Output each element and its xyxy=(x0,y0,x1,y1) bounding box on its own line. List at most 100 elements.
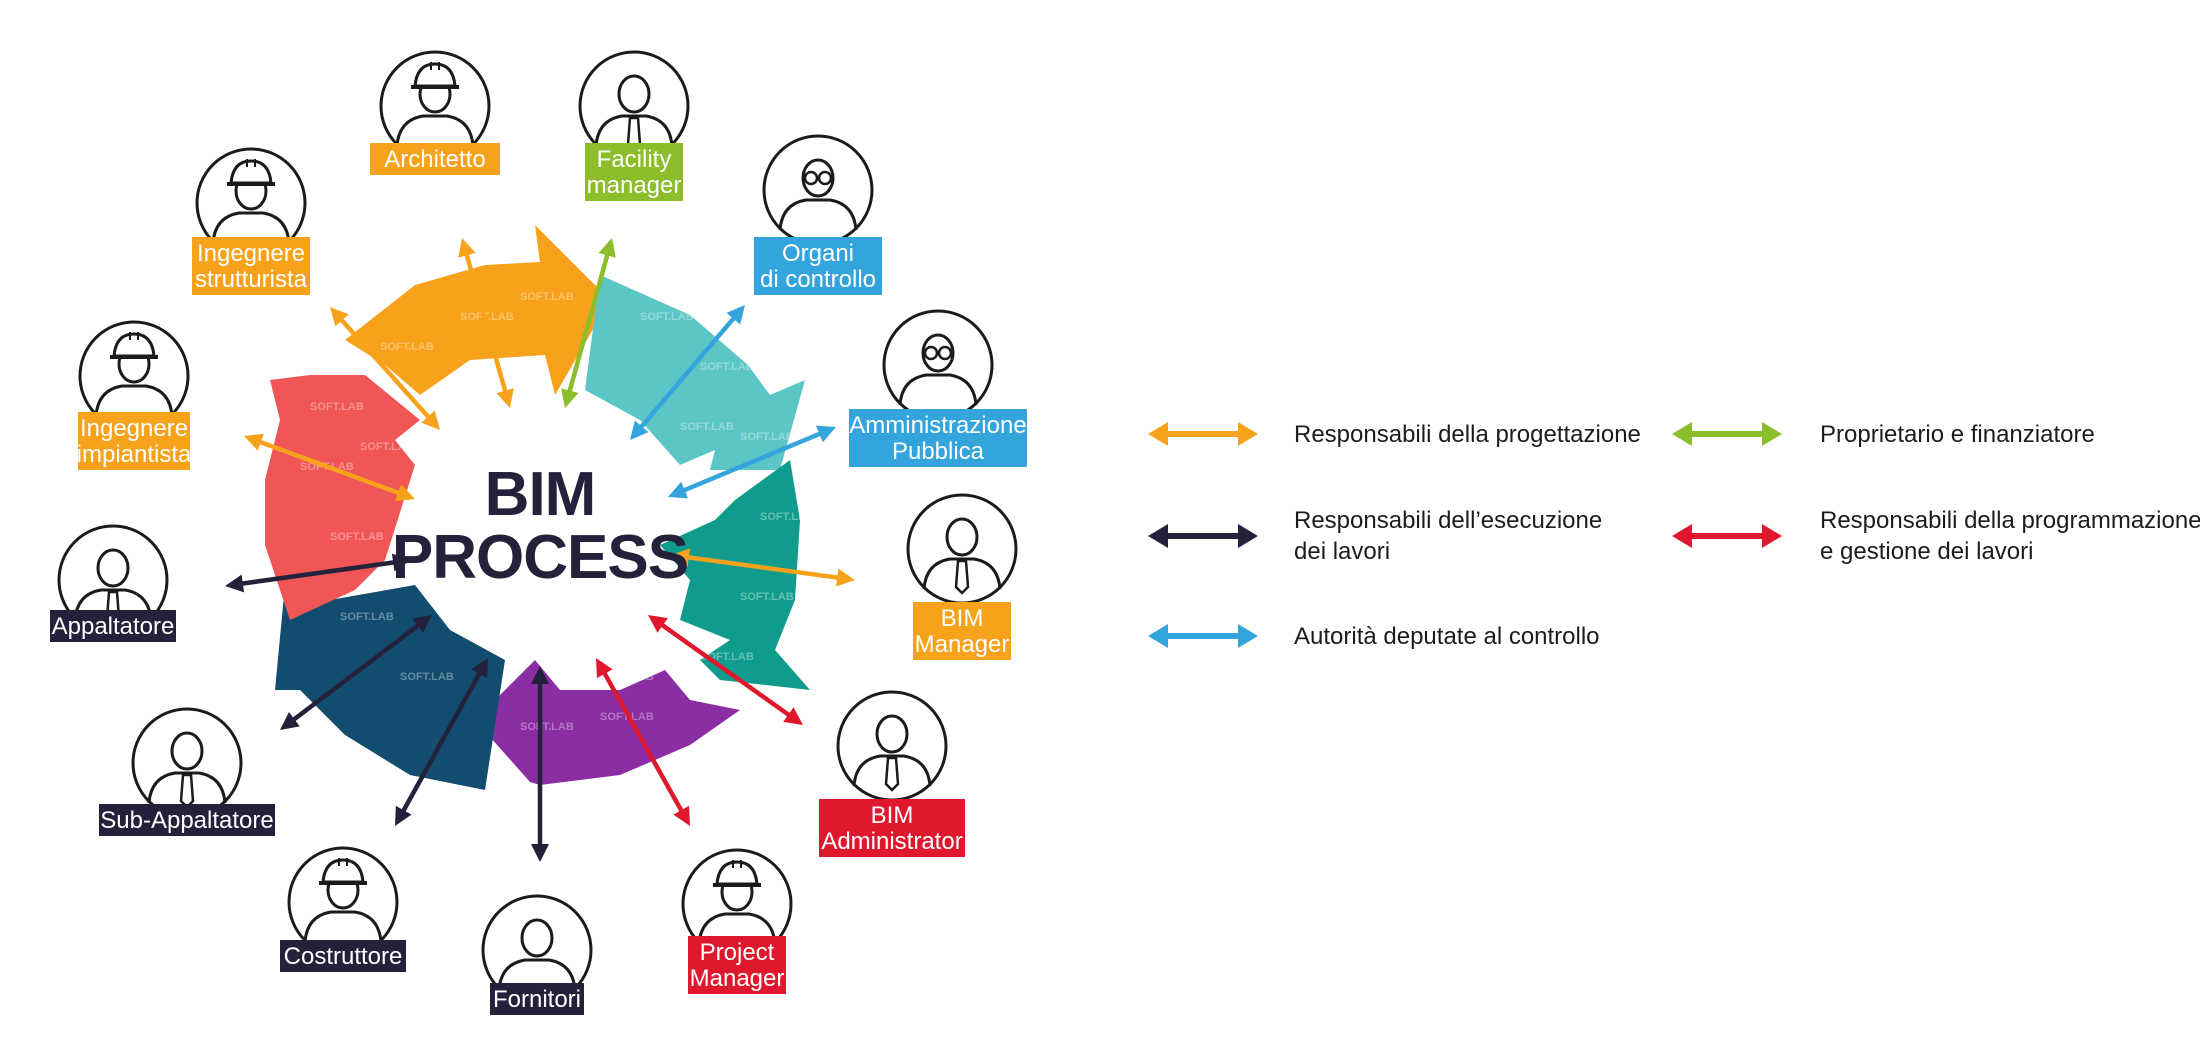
center-title-line1: BIM xyxy=(485,460,596,529)
legend-arrow-icon xyxy=(1148,422,1258,446)
legend-label: Responsabili della progettazione xyxy=(1294,421,1641,448)
arrow-head xyxy=(630,420,649,440)
watermark-text: SOFT.LAB xyxy=(400,671,454,683)
arrow-head xyxy=(783,707,803,725)
cycle-segment-planning xyxy=(265,375,420,620)
arrow-head xyxy=(561,388,579,408)
watermark-text: SOFT.LAB xyxy=(520,291,574,303)
cycle-segment-execution xyxy=(275,585,505,790)
role-label-text: Amministrazione xyxy=(849,412,1026,439)
role-label-box xyxy=(490,983,584,1015)
watermark-text: SOFT.LAB xyxy=(360,441,414,453)
worker-icon xyxy=(287,846,399,958)
arrow-head xyxy=(391,553,411,572)
cycle-segment-facility xyxy=(585,275,805,470)
arrow-appaltatore xyxy=(225,553,411,593)
role-label-box xyxy=(370,143,500,175)
role-label-text: Appaltatore xyxy=(52,613,175,640)
watermark-text: SOFT.LAB xyxy=(340,611,394,623)
role-label-box xyxy=(913,602,1011,660)
worker-icon xyxy=(379,50,491,162)
arrow-head xyxy=(531,844,549,862)
cycle-segment-design xyxy=(345,225,610,395)
role-label-text: Ingegnere xyxy=(80,415,188,442)
role-label-text: di controllo xyxy=(760,266,876,293)
role-label-text: Facility xyxy=(597,146,672,173)
arrow-head xyxy=(835,568,855,587)
role-label-box xyxy=(78,412,190,470)
arrow-shaft xyxy=(463,251,509,395)
arrow-head xyxy=(421,410,440,430)
watermark-text: SOFT.LAB xyxy=(740,431,794,443)
arrow-shaft xyxy=(256,438,403,497)
watermark-text: SOFT.LAB xyxy=(680,421,734,433)
arrow-strutturista xyxy=(330,307,440,430)
arrow-bim-manager xyxy=(671,548,855,587)
arrow-head xyxy=(598,238,616,258)
role-label-text: BIM xyxy=(941,605,984,632)
worker-icon xyxy=(78,320,190,432)
watermark-text: SOFT.LAB xyxy=(760,511,814,523)
role-label-text: Project xyxy=(700,939,775,966)
watermark-text: SOFT.LAB xyxy=(520,721,574,733)
arrow-head xyxy=(330,307,349,327)
role-architetto: Architetto xyxy=(370,50,500,175)
arrow-shaft xyxy=(637,314,738,431)
role-label-text: impiantista xyxy=(77,441,192,468)
person-icon xyxy=(131,707,243,819)
arrow-head xyxy=(671,548,691,567)
legend-arrow-icon xyxy=(1148,524,1258,548)
arrow-head xyxy=(394,484,415,502)
arrow-sub-appaltatore xyxy=(280,615,432,730)
watermark-text: SOFT.LAB xyxy=(740,591,794,603)
watermark-text: SOFT.LAB xyxy=(420,391,474,403)
role-label-text: Pubblica xyxy=(892,438,985,465)
legend-label: Responsabili dell’esecuzione xyxy=(1294,507,1602,534)
arrow-shaft xyxy=(658,621,793,719)
worker-icon xyxy=(681,848,793,960)
legend-arrow-icon xyxy=(1148,624,1258,648)
arrow-bim-admin xyxy=(648,615,803,725)
legend-item-controllo: Autorità deputate al controllo xyxy=(1148,623,1600,650)
legend-label: Proprietario e finanziatore xyxy=(1820,421,2095,448)
inspector-icon xyxy=(762,134,874,246)
arrow-head xyxy=(596,658,613,679)
arrow-shaft xyxy=(400,669,483,815)
role-label-text: Costruttore xyxy=(284,943,403,970)
arrow-architetto xyxy=(458,238,514,408)
arrow-head xyxy=(471,658,488,679)
arrow-impiantista xyxy=(244,433,415,502)
arrow-shaft xyxy=(680,430,824,494)
role-label-text: BIM xyxy=(871,802,914,829)
role-label-box xyxy=(585,143,683,201)
role-label-text: Administrator xyxy=(821,828,962,855)
role-label-box xyxy=(754,237,882,295)
cycle-segment-control xyxy=(660,460,810,690)
arrow-head xyxy=(648,615,668,633)
arrow-fornitori xyxy=(531,666,549,862)
person-icon xyxy=(481,894,593,1006)
arrow-organi xyxy=(630,305,745,440)
arrow-shaft xyxy=(566,251,611,395)
legend-item-progettazione: Responsabili della progettazione xyxy=(1148,421,1641,448)
arrow-costruttore xyxy=(395,658,488,826)
watermark-text: SOFT.LAB xyxy=(640,311,694,323)
arrow-amministrazione xyxy=(668,425,836,499)
role-label-text: Manager xyxy=(915,631,1010,658)
arrow-head xyxy=(668,481,689,499)
legend-arrow-icon xyxy=(1672,524,1782,548)
watermark-text: SOFT.LAB xyxy=(310,401,364,413)
arrow-head xyxy=(673,805,690,826)
center-title: BIM PROCESS xyxy=(392,460,689,592)
role-label-box xyxy=(849,409,1027,467)
arrow-head xyxy=(225,574,245,593)
arrow-head xyxy=(395,805,412,826)
arrow-head xyxy=(280,711,300,730)
